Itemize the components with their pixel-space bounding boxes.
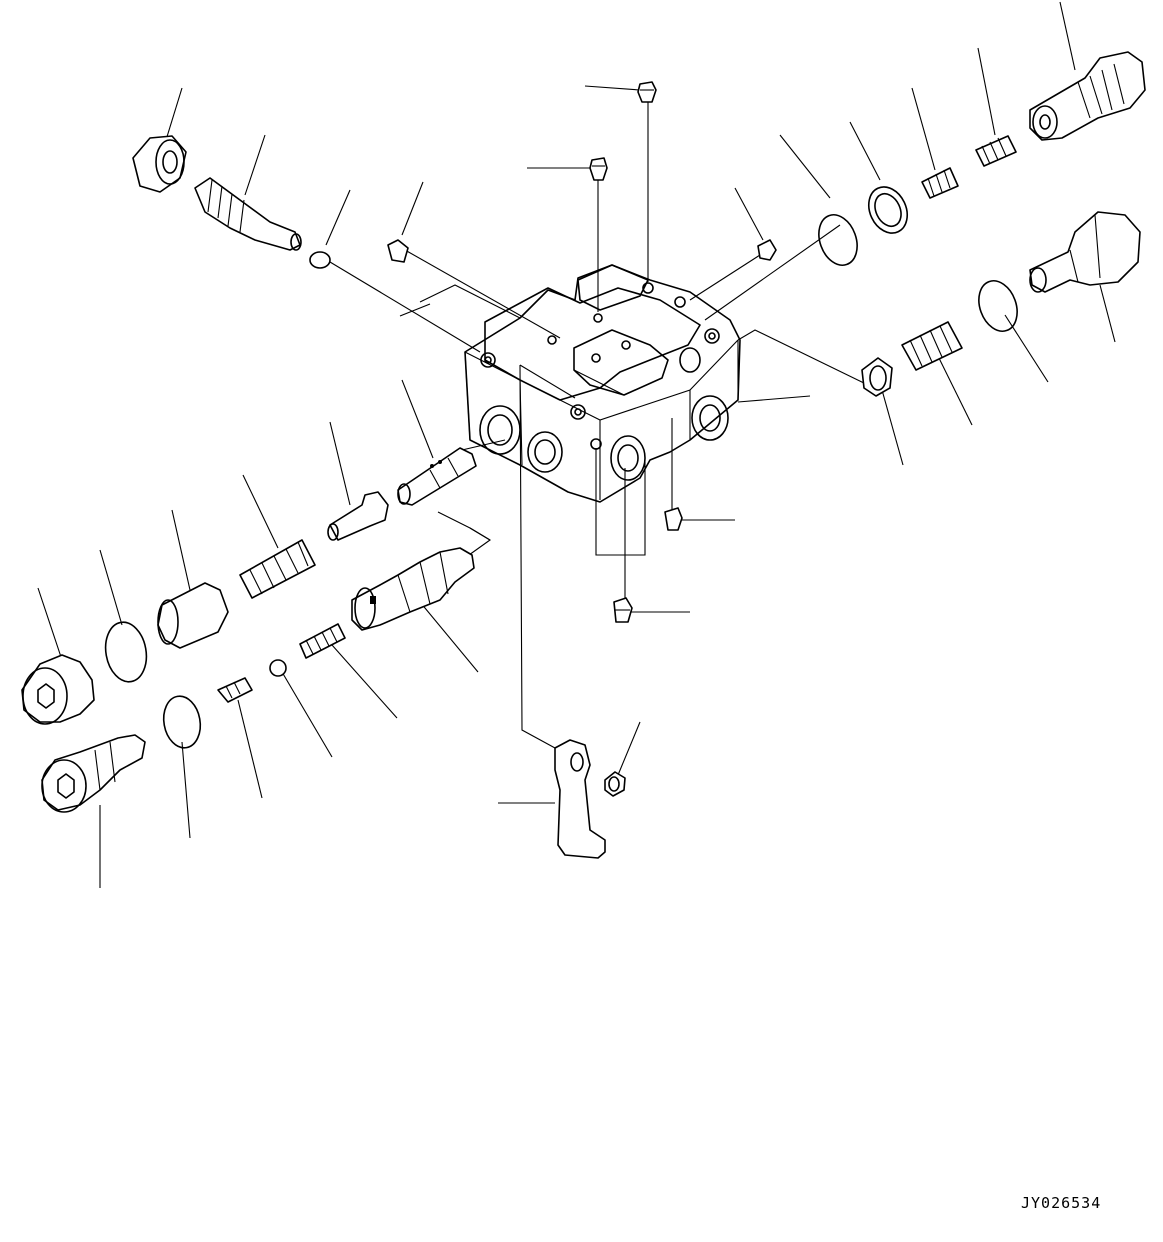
plug-left — [21, 654, 95, 725]
spring-left — [239, 539, 316, 599]
small-plug-bottom-2 — [613, 597, 633, 623]
ball-left — [269, 659, 287, 677]
spring-top-right-1 — [921, 167, 959, 199]
relief-plug-right — [1029, 211, 1141, 293]
spool-top-left — [194, 177, 302, 251]
spool-left-small — [397, 447, 477, 506]
spool-left-main — [351, 547, 475, 631]
sleeve-left — [157, 582, 229, 649]
o-ring-left — [104, 621, 148, 683]
small-plug-top-2 — [589, 157, 608, 181]
cap-nut-top-left — [132, 135, 187, 193]
lever-bottom — [554, 739, 606, 859]
small-plug-top-1 — [637, 81, 657, 103]
o-ring-lower-left — [162, 695, 202, 749]
piston-left — [327, 491, 389, 541]
retainer-right — [861, 357, 893, 397]
relief-valve-top-right — [1029, 51, 1146, 141]
spring-right — [901, 321, 963, 371]
o-ring-right — [978, 280, 1018, 332]
spring-top-right-2 — [975, 135, 1017, 167]
plug-top-left — [387, 239, 409, 263]
o-ring-top-right — [818, 214, 858, 266]
valve-body — [464, 264, 741, 503]
leader-lines — [37, 1, 1116, 888]
small-ball-top-left — [309, 251, 331, 269]
spring-left-small — [299, 623, 346, 659]
backup-ring-top-right — [867, 186, 909, 234]
small-plug-right — [757, 239, 777, 261]
reference-code-label: JY026534 — [1021, 1194, 1102, 1212]
plug-lower-left — [41, 734, 146, 813]
set-screw-left — [217, 677, 253, 703]
nut-bottom — [604, 771, 626, 797]
small-plug-bottom-1 — [664, 507, 683, 531]
